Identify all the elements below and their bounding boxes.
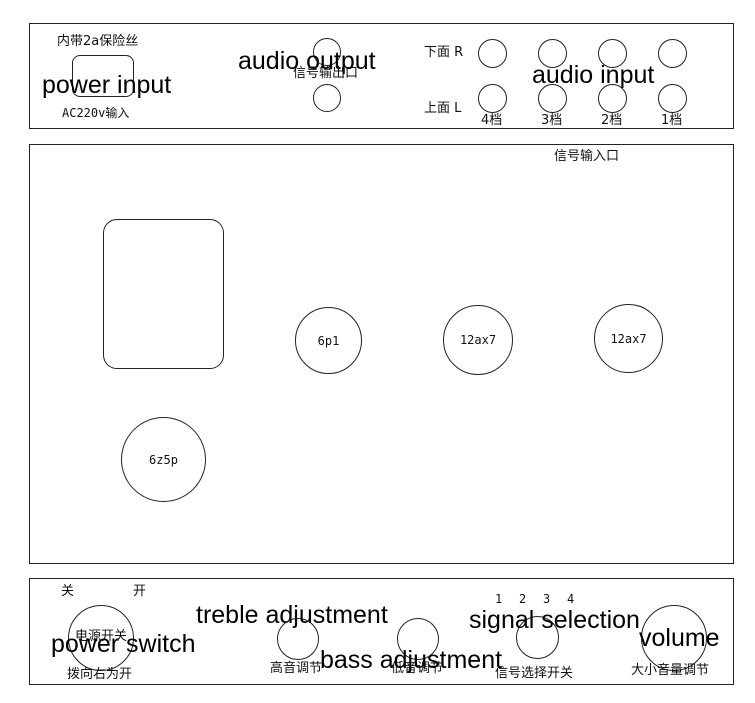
input-jack-l-3[interactable] [538, 84, 567, 113]
selector-number-4: 4 [567, 592, 575, 606]
power-switch-knob[interactable] [68, 605, 134, 671]
audio-output-jack-top[interactable] [313, 38, 341, 66]
selector-number-1: 1 [495, 592, 503, 606]
channel-label-1: 1档 [661, 113, 683, 128]
power-input-overlay: power input [42, 71, 172, 99]
selector-label: 信号选择开关 [495, 666, 574, 681]
power-input-socket[interactable] [72, 55, 134, 97]
tube-12ax7-b: 12ax7 [594, 304, 663, 373]
off-label: 关 [61, 584, 75, 599]
channel-label-4: 4档 [481, 113, 503, 128]
ac-input-label: AC220v输入 [62, 106, 130, 120]
bass-label: 低音调节 [391, 661, 444, 676]
volume-overlay: volume [639, 624, 720, 652]
selector-number-3: 3 [543, 592, 551, 606]
bass-overlay: bass adjustment [320, 646, 503, 674]
middle-panel [29, 144, 734, 564]
input-jack-l-4[interactable] [478, 84, 507, 113]
signal-output-label: 信号输出口 [293, 66, 359, 81]
signal-input-label: 信号输入口 [554, 149, 620, 164]
treble-knob[interactable] [277, 618, 319, 660]
tube-12ax7-a: 12ax7 [443, 305, 513, 375]
row-lower-label: 下面 R [424, 45, 464, 60]
tube-6p1: 6p1 [295, 307, 362, 374]
bottom-panel [29, 578, 734, 685]
power-switch-label: 电源开关 [75, 629, 128, 644]
signal-selection-overlay: signal selection [469, 606, 640, 634]
selector-number-2: 2 [519, 592, 527, 606]
top-panel [29, 23, 734, 129]
channel-label-3: 3档 [541, 113, 563, 128]
input-jack-r-3[interactable] [538, 39, 567, 68]
tube-6z5p: 6z5p [121, 417, 206, 502]
input-jack-l-2[interactable] [598, 84, 627, 113]
input-jack-r-4[interactable] [478, 39, 507, 68]
fuse-label: 内带2a保险丝 [57, 34, 139, 49]
transformer [103, 219, 224, 369]
on-label: 开 [133, 584, 147, 599]
input-jack-r-2[interactable] [598, 39, 627, 68]
bass-knob[interactable] [397, 618, 439, 660]
channel-label-2: 2档 [601, 113, 623, 128]
audio-output-jack-bottom[interactable] [313, 84, 341, 112]
treble-label: 高音调节 [270, 661, 323, 676]
volume-label: 大小音量调节 [631, 663, 710, 678]
volume-knob[interactable] [641, 605, 707, 671]
power-switch-note: 拨向右为开 [67, 667, 133, 682]
signal-selector-knob[interactable] [516, 616, 559, 659]
input-jack-r-1[interactable] [658, 39, 687, 68]
power-switch-overlay: power switch [51, 630, 196, 658]
input-jack-l-1[interactable] [658, 84, 687, 113]
audio-input-overlay: audio input [532, 61, 655, 89]
audio-output-overlay: audio output [238, 47, 376, 75]
row-upper-label: 上面 L [424, 101, 462, 116]
